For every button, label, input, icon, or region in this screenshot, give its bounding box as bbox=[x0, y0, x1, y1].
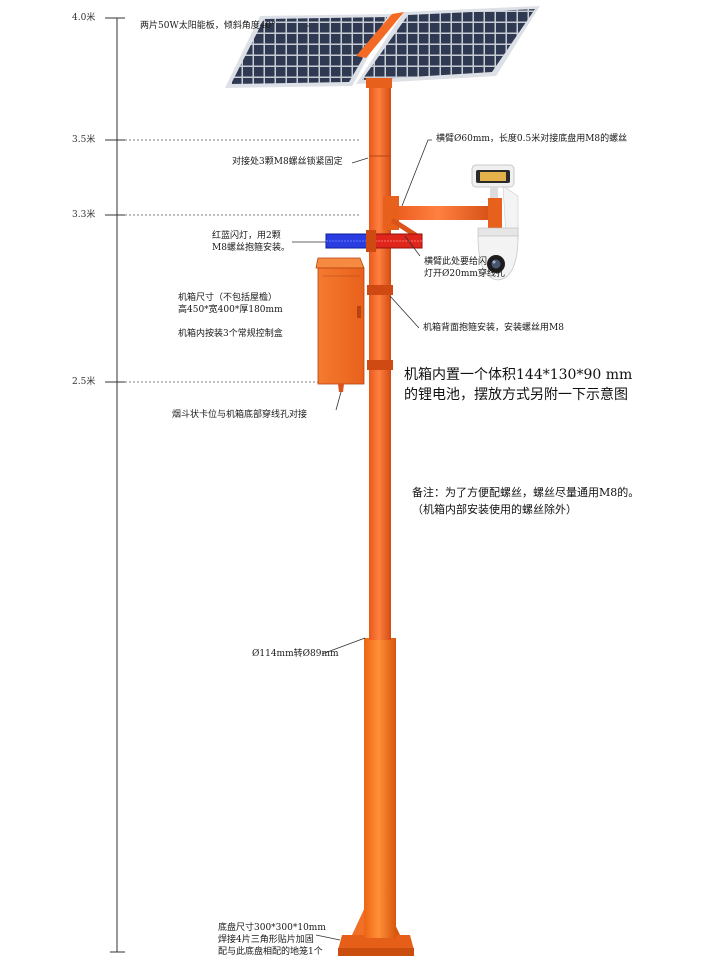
crossarm-hole-label: 横臂此处要给闪 灯开Ø20mm穿线孔 bbox=[424, 257, 505, 279]
remark-note: 备注：为了方便配螺丝，螺丝尽量通用M8的。 （机箱内部安装使用的螺丝除外） bbox=[412, 486, 640, 516]
battery-note: 机箱内置一个体积144*130*90 mm 的锂电池，摆放方式另附一下示意图 bbox=[404, 367, 633, 403]
cabinet-mount-label: 机箱背面抱箍安装，安装螺丝用M8 bbox=[423, 323, 564, 333]
solar-panel-left bbox=[225, 14, 392, 88]
solar-panel-right bbox=[356, 6, 540, 84]
panel-bracket bbox=[356, 12, 404, 88]
pole-lower-sleeve bbox=[364, 638, 396, 938]
ptz-camera-icon bbox=[477, 227, 519, 281]
height-scale bbox=[105, 17, 125, 953]
flood-camera-icon bbox=[471, 164, 515, 198]
solar-panel-label: 两片50W太阳能板，倾斜角度40° bbox=[140, 21, 276, 31]
height-label-3-3: 3.3米 bbox=[72, 210, 96, 220]
red-blue-strobe-light bbox=[325, 230, 423, 252]
height-label-4-0: 4.0米 bbox=[72, 13, 96, 23]
height-guides bbox=[125, 139, 360, 383]
funnel-label: 烟斗状卡位与机箱底部穿线孔对接 bbox=[172, 410, 308, 420]
cabinet-size-label: 机箱尺寸（不包括屋檐） 高450*宽400*厚180mm bbox=[178, 293, 283, 315]
control-cabinet bbox=[315, 257, 393, 392]
base-plate-label: 底盘尺寸300*300*10mm 焊接4片三角形贴片加固 配与此底盘相配的地笼1… bbox=[218, 923, 326, 957]
height-label-3-5: 3.5米 bbox=[72, 135, 96, 145]
strobe-light-label: 红蓝闪灯，用2颗 M8螺丝抱箍安装。 bbox=[212, 231, 290, 253]
crossarm-label: 横臂Ø60mm，长度0.5米对接底盘用M8的螺丝 bbox=[436, 134, 628, 144]
joint-label: 对接处3颗M8螺丝锁紧固定 bbox=[232, 157, 343, 167]
cabinet-content-label: 机箱内按装3个常规控制盒 bbox=[178, 329, 283, 339]
height-label-2-5: 2.5米 bbox=[72, 377, 96, 387]
pole-diameter-label: Ø114mm转Ø89mm bbox=[252, 649, 339, 659]
leader-lines bbox=[292, 25, 432, 941]
